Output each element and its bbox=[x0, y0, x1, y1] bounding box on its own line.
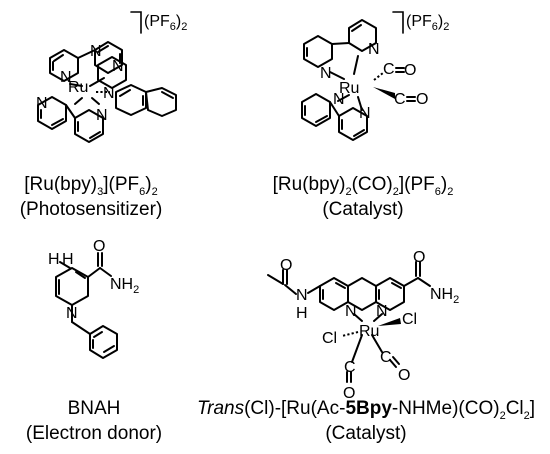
atom-o: O bbox=[343, 385, 355, 402]
atom-labels: Ru N N N N N N bbox=[36, 43, 124, 124]
structure-ru-bpy3: Ru N N N N N N (PF6)2 [Ru(bpy)3](PF6)2 (… bbox=[20, 11, 187, 220]
atom-o: O bbox=[398, 367, 410, 384]
atom-n: N bbox=[333, 91, 345, 108]
counterion: (PF6)2 bbox=[144, 13, 187, 33]
bonds bbox=[267, 261, 431, 383]
atom-o: O bbox=[413, 249, 425, 266]
atom-n: N bbox=[376, 303, 388, 320]
atom-c: C bbox=[380, 349, 392, 366]
atom-h: H bbox=[296, 305, 308, 322]
atom-n: N bbox=[296, 287, 308, 304]
compound-role: (Catalyst) bbox=[322, 199, 403, 220]
atom-h: H bbox=[62, 251, 74, 268]
atom-n: N bbox=[90, 43, 102, 60]
atom-o: O bbox=[416, 91, 428, 108]
atom-n: N bbox=[320, 65, 332, 82]
atom-labels: O N H N N O NH2 Ru Cl Cl C O C O bbox=[280, 249, 459, 402]
atom-n: N bbox=[359, 105, 371, 122]
compound-formula: Trans(Cl)-[Ru(Ac-5Bpy-NHMe)(CO)2Cl2] bbox=[197, 398, 535, 422]
atom-h: H bbox=[48, 251, 60, 268]
atom-n: N bbox=[96, 107, 108, 124]
bonds: C O C O bbox=[301, 19, 428, 141]
atom-n: N bbox=[103, 85, 115, 102]
bonds bbox=[55, 252, 118, 359]
compound-role: (Electron donor) bbox=[26, 423, 162, 444]
complex-bracket: (PF6)2 bbox=[392, 11, 449, 34]
atom-n: N bbox=[345, 303, 357, 320]
atom-cl: Cl bbox=[402, 311, 417, 328]
atom-c: C bbox=[394, 91, 406, 108]
metal-ru: Ru bbox=[339, 80, 359, 97]
atom-n: N bbox=[368, 41, 380, 58]
atom-nh2: NH2 bbox=[430, 286, 459, 306]
atom-o: O bbox=[404, 62, 416, 79]
atom-labels: H H N O NH2 bbox=[48, 238, 139, 322]
metal-ru: Ru bbox=[359, 323, 379, 340]
complex-bracket: (PF6)2 bbox=[130, 11, 187, 34]
atom-cl: Cl bbox=[322, 330, 337, 347]
compound-role: (Catalyst) bbox=[325, 423, 406, 444]
atom-n: N bbox=[36, 95, 48, 112]
compound-formula: BNAH bbox=[68, 398, 121, 419]
metal-ru: Ru bbox=[68, 79, 88, 96]
atom-c: C bbox=[344, 359, 356, 376]
atom-n: N bbox=[60, 69, 72, 86]
compound-role: (Photosensitizer) bbox=[20, 199, 163, 220]
atom-o: O bbox=[280, 257, 292, 274]
atom-n: N bbox=[112, 58, 124, 75]
bonds bbox=[37, 41, 177, 143]
atom-nh2: NH2 bbox=[110, 276, 139, 296]
structure-trans-ru-5bpy: O N H N N O NH2 Ru Cl Cl C O C O Trans(C… bbox=[197, 249, 535, 444]
compound-formula: [Ru(bpy)3](PF6)2 bbox=[24, 174, 157, 198]
atom-c: C bbox=[383, 61, 395, 78]
structure-bnah: H H N O NH2 BNAH (Electron donor) bbox=[26, 238, 162, 444]
atom-labels: Ru N N N N bbox=[320, 41, 380, 122]
atom-n: N bbox=[66, 305, 78, 322]
structure-ru-bpy2-co2: C O C O Ru N N N N bbox=[273, 11, 454, 220]
compound-formula: [Ru(bpy)2(CO)2](PF6)2 bbox=[273, 174, 454, 198]
atom-o: O bbox=[93, 238, 105, 255]
counterion: (PF6)2 bbox=[406, 13, 449, 33]
